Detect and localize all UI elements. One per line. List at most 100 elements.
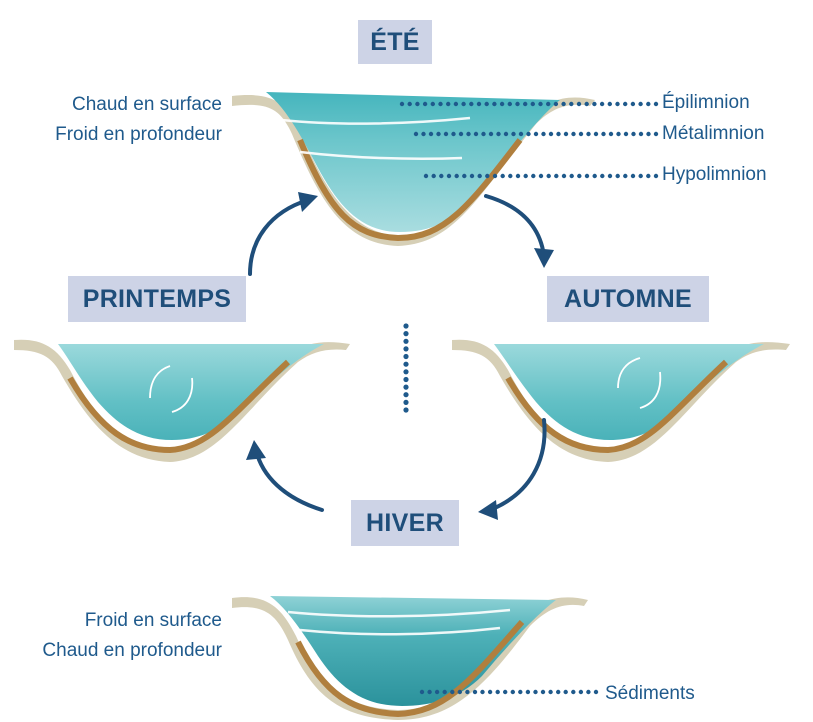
leader-dot: [469, 173, 475, 179]
leader-dot: [646, 173, 651, 179]
leader-dot: [450, 689, 455, 695]
leader-dot: [403, 399, 409, 405]
leader-dot: [623, 101, 628, 107]
leader-dot: [623, 173, 628, 179]
arrow-autumn-to-winter: [488, 418, 547, 512]
summer-sediment: [297, 138, 523, 242]
leader-dot: [472, 689, 478, 695]
season-label-winter: HIVER: [351, 500, 459, 546]
leader-dot: [556, 689, 561, 695]
leader-dot: [638, 173, 643, 179]
summer-basin: [232, 92, 595, 246]
leader-dot: [492, 101, 497, 107]
season-label-autumn: AUTOMNE: [547, 276, 709, 322]
spring-mix-arrow-down: [171, 377, 194, 413]
leader-dot: [586, 131, 591, 137]
spring-mix-arrow-up: [149, 365, 171, 399]
leader-dot: [454, 173, 459, 179]
leader-dot: [431, 173, 436, 179]
winter-sediment: [295, 620, 525, 718]
leader-dot: [446, 101, 451, 107]
leader-dot: [607, 173, 613, 179]
label-metalimnion: Métalimnion: [662, 123, 765, 144]
summer-notes: Chaud en surface Froid en profondeur: [20, 90, 222, 150]
leader-dot: [480, 689, 485, 695]
leader-dot: [631, 131, 636, 137]
leader-dot: [615, 101, 620, 107]
leader-dot: [465, 689, 470, 695]
leader-dot: [488, 131, 494, 137]
leader-dot: [653, 131, 659, 137]
leader-dot: [569, 173, 574, 179]
leader-dot: [615, 173, 620, 179]
leader-dot: [592, 173, 597, 179]
leader-dot: [481, 131, 486, 137]
leader-dot: [476, 101, 482, 107]
leader-dot: [427, 689, 432, 695]
arrowhead-summer: [298, 192, 318, 212]
label-hypolimnion: Hypolimnion: [662, 164, 767, 185]
leader-dot: [578, 689, 584, 695]
leader-dot: [638, 101, 643, 107]
leader-dot: [554, 173, 559, 179]
leader-dot: [523, 101, 528, 107]
leader-dot: [531, 173, 536, 179]
leader-dot: [477, 173, 482, 179]
leader-dot: [453, 101, 459, 107]
summer-thermocline-lower: [299, 150, 463, 160]
leader-dot: [403, 346, 409, 352]
leader-dot: [548, 131, 554, 137]
arrow-winter-to-spring: [254, 448, 324, 512]
leader-dot: [399, 101, 405, 107]
leader-dot: [407, 101, 412, 107]
dotted-leaders: [399, 101, 659, 695]
leader-dot: [403, 369, 409, 375]
leader-dot: [653, 101, 659, 107]
leader-dot: [485, 173, 490, 179]
leader-dot: [421, 131, 426, 137]
autumn-sediment: [505, 359, 729, 454]
winter-notes: Froid en surface Chaud en profondeur: [10, 606, 222, 666]
leader-dot: [499, 101, 505, 107]
leader-dot: [563, 131, 569, 137]
leader-dot: [461, 101, 466, 107]
leader-dot: [623, 131, 629, 137]
leader-dot: [571, 689, 576, 695]
leader-dot: [556, 131, 561, 137]
leader-dot: [443, 131, 449, 137]
leader-dot: [563, 689, 568, 695]
leader-dot: [469, 101, 474, 107]
leader-dot: [484, 101, 489, 107]
leader-dot: [616, 131, 621, 137]
leader-dot: [428, 131, 434, 137]
leader-dot: [487, 689, 493, 695]
label-sediments: Sédiments: [605, 683, 695, 704]
leader-dot: [510, 689, 515, 695]
leader-dot: [569, 101, 574, 107]
summer-thermocline-upper: [281, 116, 471, 125]
leader-dot: [571, 131, 576, 137]
leader-dot: [601, 131, 606, 137]
summer-note-depth: Froid en profondeur: [55, 124, 222, 145]
season-label-summer: ÉTÉ: [358, 20, 432, 64]
leader-dot: [584, 101, 589, 107]
arrow-spring-to-summer: [248, 198, 310, 276]
leader-epilimnion: [399, 101, 659, 107]
leader-dot: [578, 131, 584, 137]
leader-dot: [538, 101, 543, 107]
summer-note-surface: Chaud en surface: [72, 94, 222, 115]
leader-dot: [462, 173, 467, 179]
leader-dot: [592, 101, 597, 107]
leader-dot: [442, 689, 447, 695]
leader-metalimnion: [413, 131, 659, 137]
leader-dot: [403, 407, 409, 413]
leader-dot: [403, 392, 409, 398]
leader-dot: [403, 361, 409, 367]
leader-dot: [630, 173, 636, 179]
leader-dot: [415, 101, 420, 107]
leader-dot: [515, 101, 520, 107]
leader-dot: [608, 131, 614, 137]
winter-bank: [232, 597, 588, 720]
autumn-mix-arrow-down: [639, 371, 662, 409]
leader-dot: [496, 131, 501, 137]
